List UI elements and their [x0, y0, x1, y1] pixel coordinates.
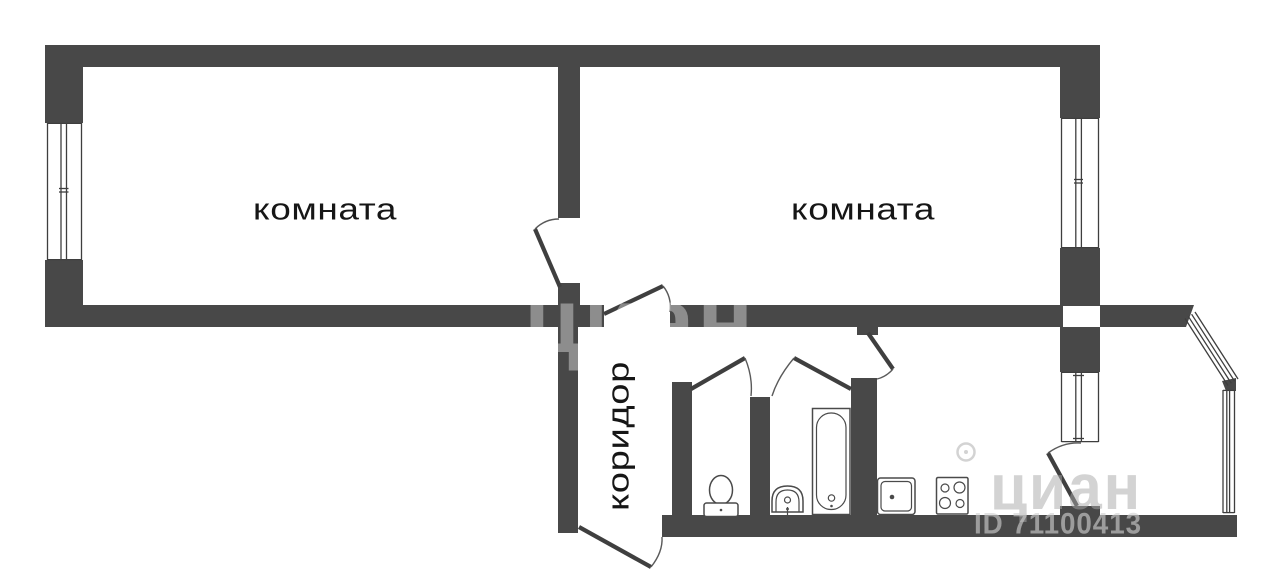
window-bay-side-icon — [1222, 389, 1236, 514]
wall-bottom — [662, 515, 1237, 537]
door-toilet-icon — [689, 356, 753, 397]
door-bathroom-icon — [771, 356, 853, 397]
door-kitchen-icon — [866, 331, 895, 380]
door-balcony-icon — [1046, 442, 1082, 508]
wall-top — [45, 45, 1100, 67]
wall-balcony-door-stub — [1060, 506, 1100, 518]
watermark-brand-center: циан — [524, 270, 756, 372]
bathtub-icon — [811, 407, 851, 516]
stove-icon — [935, 476, 969, 515]
watermark-brand-bottom: циан — [990, 451, 1142, 523]
watermark-logo-icon — [956, 442, 976, 462]
wall-mid-a — [578, 305, 604, 327]
wall-toilet-bath — [750, 397, 770, 516]
wall-right-upper — [1060, 45, 1100, 118]
kitchen-sink-icon — [876, 477, 916, 516]
door-room-left-icon — [533, 218, 562, 288]
wash-basin-icon — [771, 485, 804, 515]
toilet-icon — [703, 474, 739, 518]
window-right-room-icon — [1060, 117, 1100, 249]
wall-toilet-left — [672, 382, 692, 516]
wall-room1-bottom — [45, 305, 578, 327]
window-balcony-icon — [1060, 371, 1100, 443]
wall-bath-right — [851, 378, 877, 516]
wall-corridor-left — [558, 327, 578, 533]
door-room-right-icon — [603, 284, 672, 316]
room-left-label: комната — [253, 192, 397, 227]
wall-right-mid — [1060, 248, 1100, 306]
wall-dividing-stub — [558, 283, 580, 307]
wall-kitchen-door-stub — [857, 327, 878, 335]
wall-dividing-upper — [558, 67, 580, 218]
wall-mid-b — [670, 305, 1063, 327]
wall-left-upper — [45, 45, 83, 123]
walls — [45, 45, 1237, 537]
wall-mid-c-beveled — [1100, 305, 1194, 327]
door-entrance-icon — [577, 525, 663, 569]
room-right-label: комната — [791, 192, 935, 227]
watermark-id-label: ID 71100413 — [974, 508, 1142, 541]
corridor-label: коридор — [601, 361, 636, 511]
window-bay-diagonal-icon — [1184, 311, 1239, 386]
window-left-room-icon — [46, 122, 83, 261]
wall-balcony-column — [1060, 327, 1100, 372]
